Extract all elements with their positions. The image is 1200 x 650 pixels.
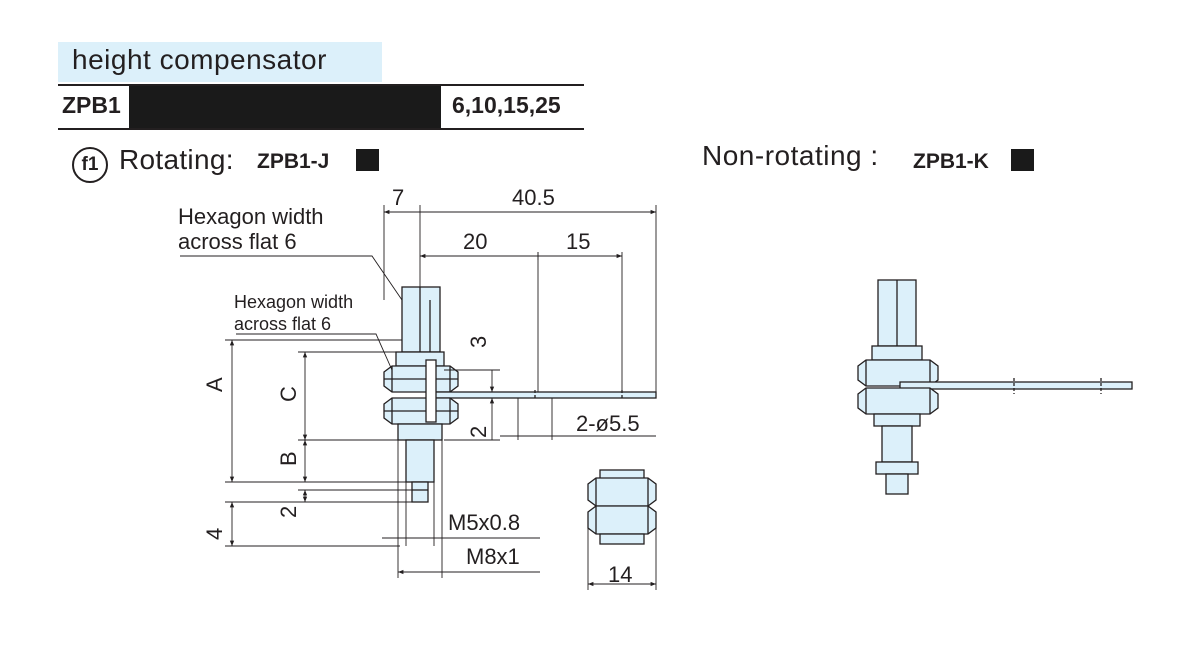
hex-label-mid-line2: across flat 6: [234, 314, 331, 334]
non-rotating-code-placeholder: [1011, 149, 1034, 171]
nut-detail-drawing: [587, 469, 657, 545]
dim-7: 7: [392, 185, 404, 210]
section-title: height compensator: [72, 44, 327, 75]
nut-width: 14: [608, 562, 632, 587]
thread-small: M5x0.8: [448, 510, 520, 535]
dim-B: B: [276, 451, 301, 466]
rotating-code-placeholder: [356, 149, 379, 171]
header-bottom-rule: [58, 128, 584, 130]
hex-label-mid-line1: Hexagon width: [234, 292, 353, 312]
nr-shaft-tip: [885, 473, 909, 495]
model-code: ZPB1: [62, 92, 121, 118]
nr-threaded-body: [873, 413, 921, 427]
hex-label-top-line2: across flat 6: [178, 229, 297, 254]
thread-large: M8x1: [466, 544, 520, 569]
dim-4: 4: [202, 528, 227, 540]
variant-badge: f1: [72, 147, 108, 183]
inner-bore: [425, 359, 437, 423]
rotating-label: Rotating:: [119, 144, 234, 175]
nr-collar: [871, 345, 923, 361]
nr-lower-nut: [857, 387, 939, 415]
nut-detail-upper: [587, 477, 657, 507]
hex-label-top-line1: Hexagon width: [178, 204, 324, 229]
non-rotating-part-drawing: [857, 279, 1133, 495]
header-top-rule: [58, 84, 584, 86]
dimension-lines: [180, 205, 657, 590]
nut-detail-lower: [587, 505, 657, 535]
nr-shaft: [881, 425, 913, 463]
non-rotating-label: Non-rotating :: [702, 140, 879, 171]
top-hex-stem: [401, 286, 441, 353]
model-sizes: 6,10,15,25: [452, 92, 561, 118]
shaft-tip: [411, 481, 429, 503]
nr-shaft-flange: [875, 461, 919, 475]
threaded-body: [397, 423, 443, 441]
dim-15: 15: [566, 229, 590, 254]
dim-2-right: 2: [466, 426, 491, 438]
dim-A: A: [202, 377, 227, 392]
dim-holes: 2-ø5.5: [576, 411, 640, 436]
non-rotating-code: ZPB1-K: [913, 150, 989, 173]
dim-3: 3: [466, 336, 491, 348]
dim-20: 20: [463, 229, 487, 254]
collar: [395, 351, 445, 367]
rotating-code: ZPB1-J: [257, 150, 330, 173]
section-title-background: [58, 42, 382, 82]
nr-upper-nut: [857, 359, 939, 387]
model-code-bar: [129, 86, 441, 128]
rotating-part-drawing: [383, 286, 657, 503]
dim-C: C: [276, 386, 301, 402]
nr-bracket-plate: [899, 381, 1133, 390]
nut-detail-base: [599, 533, 645, 545]
dim-2-left: 2: [276, 506, 301, 518]
shaft: [405, 439, 435, 483]
dim-40-5: 40.5: [512, 185, 555, 210]
